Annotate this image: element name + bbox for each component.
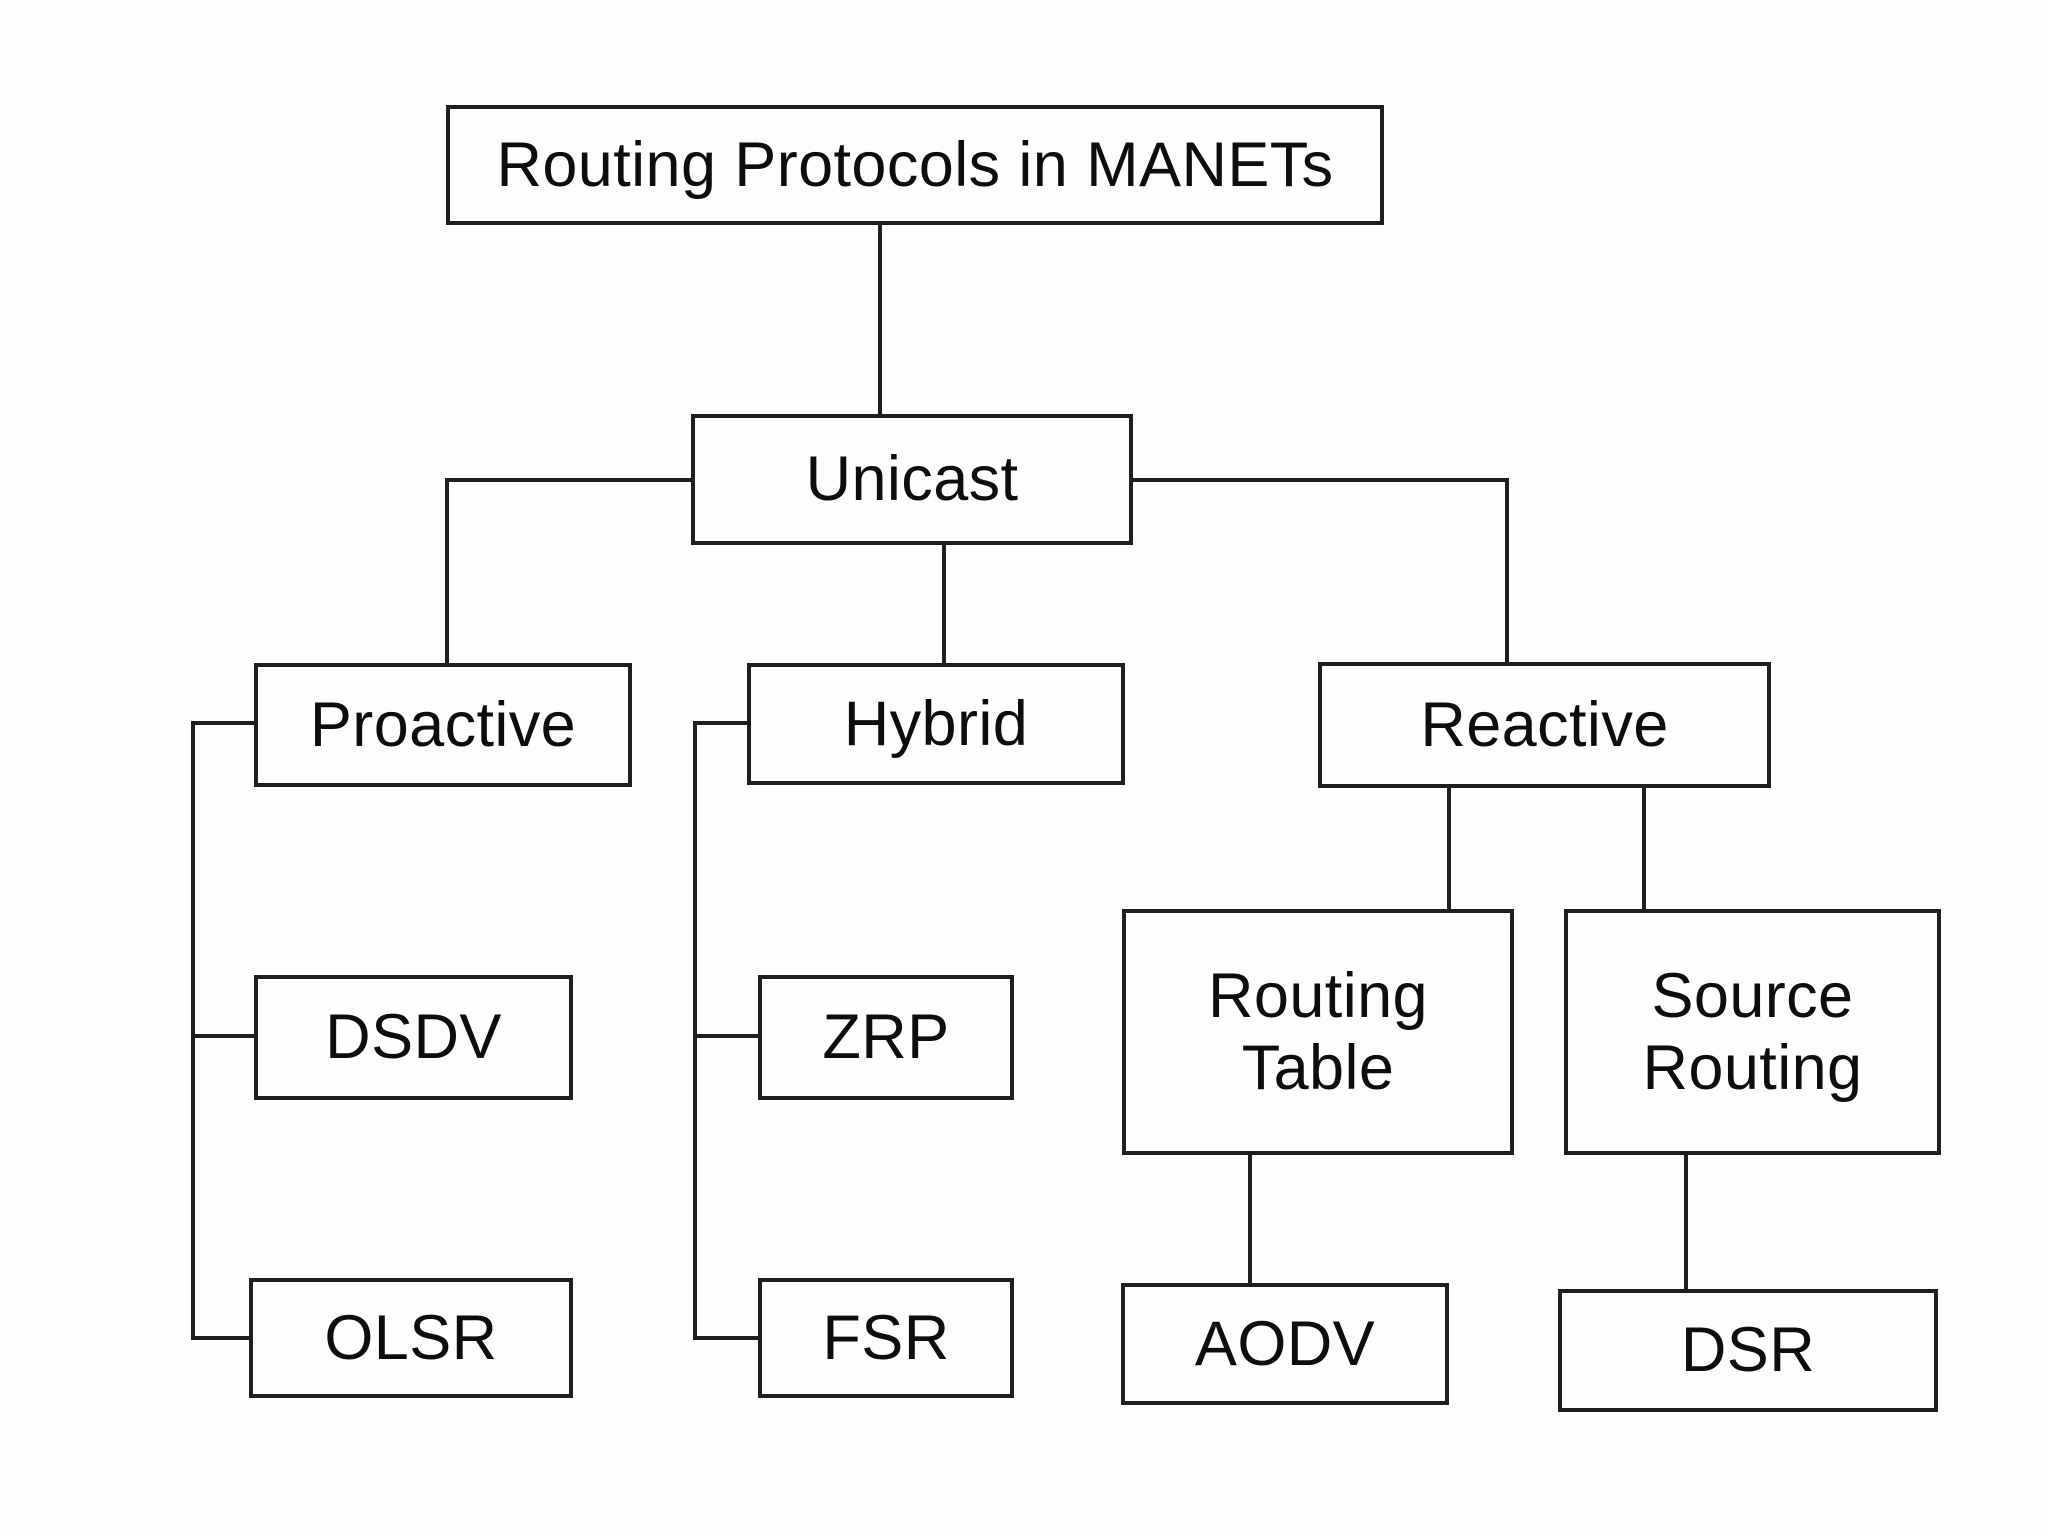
node-unicast-label: Unicast — [805, 444, 1019, 515]
node-dsdv-label: DSDV — [325, 1002, 502, 1073]
connector-rail-to-fsr — [695, 1336, 760, 1340]
connector-proactive-rail — [191, 721, 195, 1340]
node-dsr: DSR — [1558, 1289, 1938, 1412]
node-reactive-label: Reactive — [1420, 689, 1669, 760]
connector-source-routing-to-dsr — [1684, 1155, 1688, 1292]
connector-unicast-to-proactive — [445, 478, 449, 663]
connector-hybrid-stub — [695, 721, 749, 725]
node-root: Routing Protocols in MANETs — [446, 105, 1384, 225]
node-hybrid-label: Hybrid — [843, 688, 1029, 759]
connector-unicast-to-reactive — [1505, 478, 1509, 662]
connector-rail-to-olsr — [193, 1336, 251, 1340]
connector-rail-to-dsdv — [193, 1034, 256, 1038]
connector-root-to-unicast — [878, 225, 882, 414]
node-fsr-label: FSR — [822, 1302, 950, 1373]
node-olsr: OLSR — [249, 1278, 573, 1398]
connector-unicast-right-horizontal — [1133, 478, 1509, 482]
node-fsr: FSR — [758, 1278, 1014, 1398]
connector-unicast-to-hybrid — [942, 545, 946, 663]
node-zrp-label: ZRP — [822, 1002, 950, 1073]
connector-unicast-left-horizontal — [447, 478, 693, 482]
node-olsr-label: OLSR — [324, 1302, 498, 1373]
node-source-routing-label: Source Routing — [1642, 960, 1863, 1103]
connector-hybrid-rail — [693, 721, 697, 1340]
connector-routing-table-to-aodv — [1248, 1155, 1252, 1283]
node-dsdv: DSDV — [254, 975, 573, 1100]
node-aodv-label: AODV — [1194, 1308, 1376, 1379]
node-proactive-label: Proactive — [309, 689, 577, 760]
node-unicast: Unicast — [691, 414, 1133, 545]
connector-rail-to-zrp — [695, 1034, 760, 1038]
node-hybrid: Hybrid — [747, 663, 1125, 785]
node-root-label: Routing Protocols in MANETs — [496, 129, 1334, 200]
node-proactive: Proactive — [254, 663, 632, 787]
node-routing-table-label: Routing Table — [1208, 960, 1428, 1103]
connector-reactive-to-routing-table — [1447, 788, 1451, 909]
node-reactive: Reactive — [1318, 662, 1771, 788]
node-zrp: ZRP — [758, 975, 1014, 1100]
connector-proactive-stub — [193, 721, 256, 725]
node-dsr-label: DSR — [1680, 1315, 1816, 1386]
node-source-routing: Source Routing — [1564, 909, 1941, 1155]
connector-reactive-to-source-routing — [1642, 788, 1646, 909]
node-routing-table: Routing Table — [1122, 909, 1514, 1155]
node-aodv: AODV — [1121, 1283, 1449, 1405]
